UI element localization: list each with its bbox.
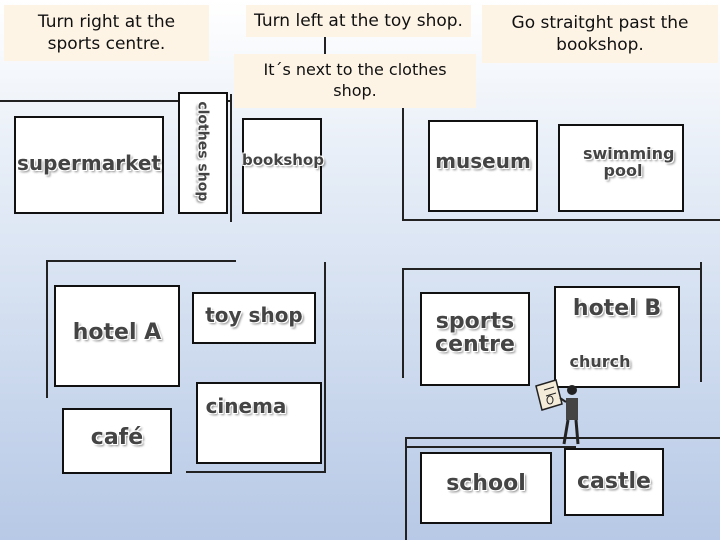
toy-shop-label: toy shop	[205, 303, 303, 327]
castle-building[interactable]	[564, 448, 664, 516]
cinema-building[interactable]	[196, 382, 322, 464]
castle-label: castle	[577, 469, 651, 494]
direction-note-clothes-shop: It´s next to the clothes shop.	[234, 54, 476, 108]
clothes-shop-label: clothes shop	[194, 101, 211, 202]
direction-note-toy-shop: Turn left at the toy shop.	[246, 5, 471, 37]
street-line	[186, 471, 326, 473]
street-line	[0, 100, 230, 102]
church-label: church	[569, 352, 631, 371]
hotel-b-building[interactable]	[554, 286, 680, 388]
supermarket-label: supermarket	[17, 151, 161, 175]
street-line	[700, 262, 702, 382]
museum-label: museum	[435, 149, 531, 173]
school-building[interactable]	[420, 452, 552, 524]
hotel-a-label: hotel A	[72, 320, 162, 345]
street-line	[405, 437, 720, 439]
supermarket-building[interactable]	[14, 116, 164, 214]
street-line	[230, 94, 232, 222]
person-with-map-icon	[535, 379, 580, 445]
school-label: school	[446, 471, 526, 496]
bookshop-building[interactable]	[242, 118, 322, 214]
street-line	[46, 260, 48, 398]
street-line	[402, 268, 702, 270]
cafe-building[interactable]	[62, 408, 172, 474]
cinema-label: cinema	[205, 394, 287, 418]
bookshop-label: bookshop	[242, 151, 324, 169]
museum-building[interactable]	[428, 120, 538, 212]
toy-shop-building[interactable]	[192, 292, 316, 344]
street-line	[406, 446, 576, 448]
swimming-pool-building[interactable]	[558, 124, 684, 212]
street-line	[402, 96, 404, 220]
swimming-pool-label: swimming pool	[583, 144, 675, 180]
sports-centre-building[interactable]	[420, 292, 530, 386]
direction-note-bookshop: Go straitght past the bookshop.	[482, 5, 718, 63]
direction-note-sports-centre: Turn right at the sports centre.	[4, 5, 209, 61]
street-line	[46, 260, 236, 262]
hotel-b-label: hotel B	[572, 296, 662, 321]
street-line	[324, 262, 326, 472]
street-line	[324, 34, 326, 62]
hotel-a-building[interactable]	[54, 285, 180, 387]
street-line	[402, 268, 404, 378]
street-line	[402, 219, 720, 221]
street-line	[405, 437, 407, 540]
sports-centre-label: sports centre	[435, 309, 515, 358]
cafe-label: café	[90, 425, 144, 450]
clothes-shop-building[interactable]	[178, 92, 228, 214]
